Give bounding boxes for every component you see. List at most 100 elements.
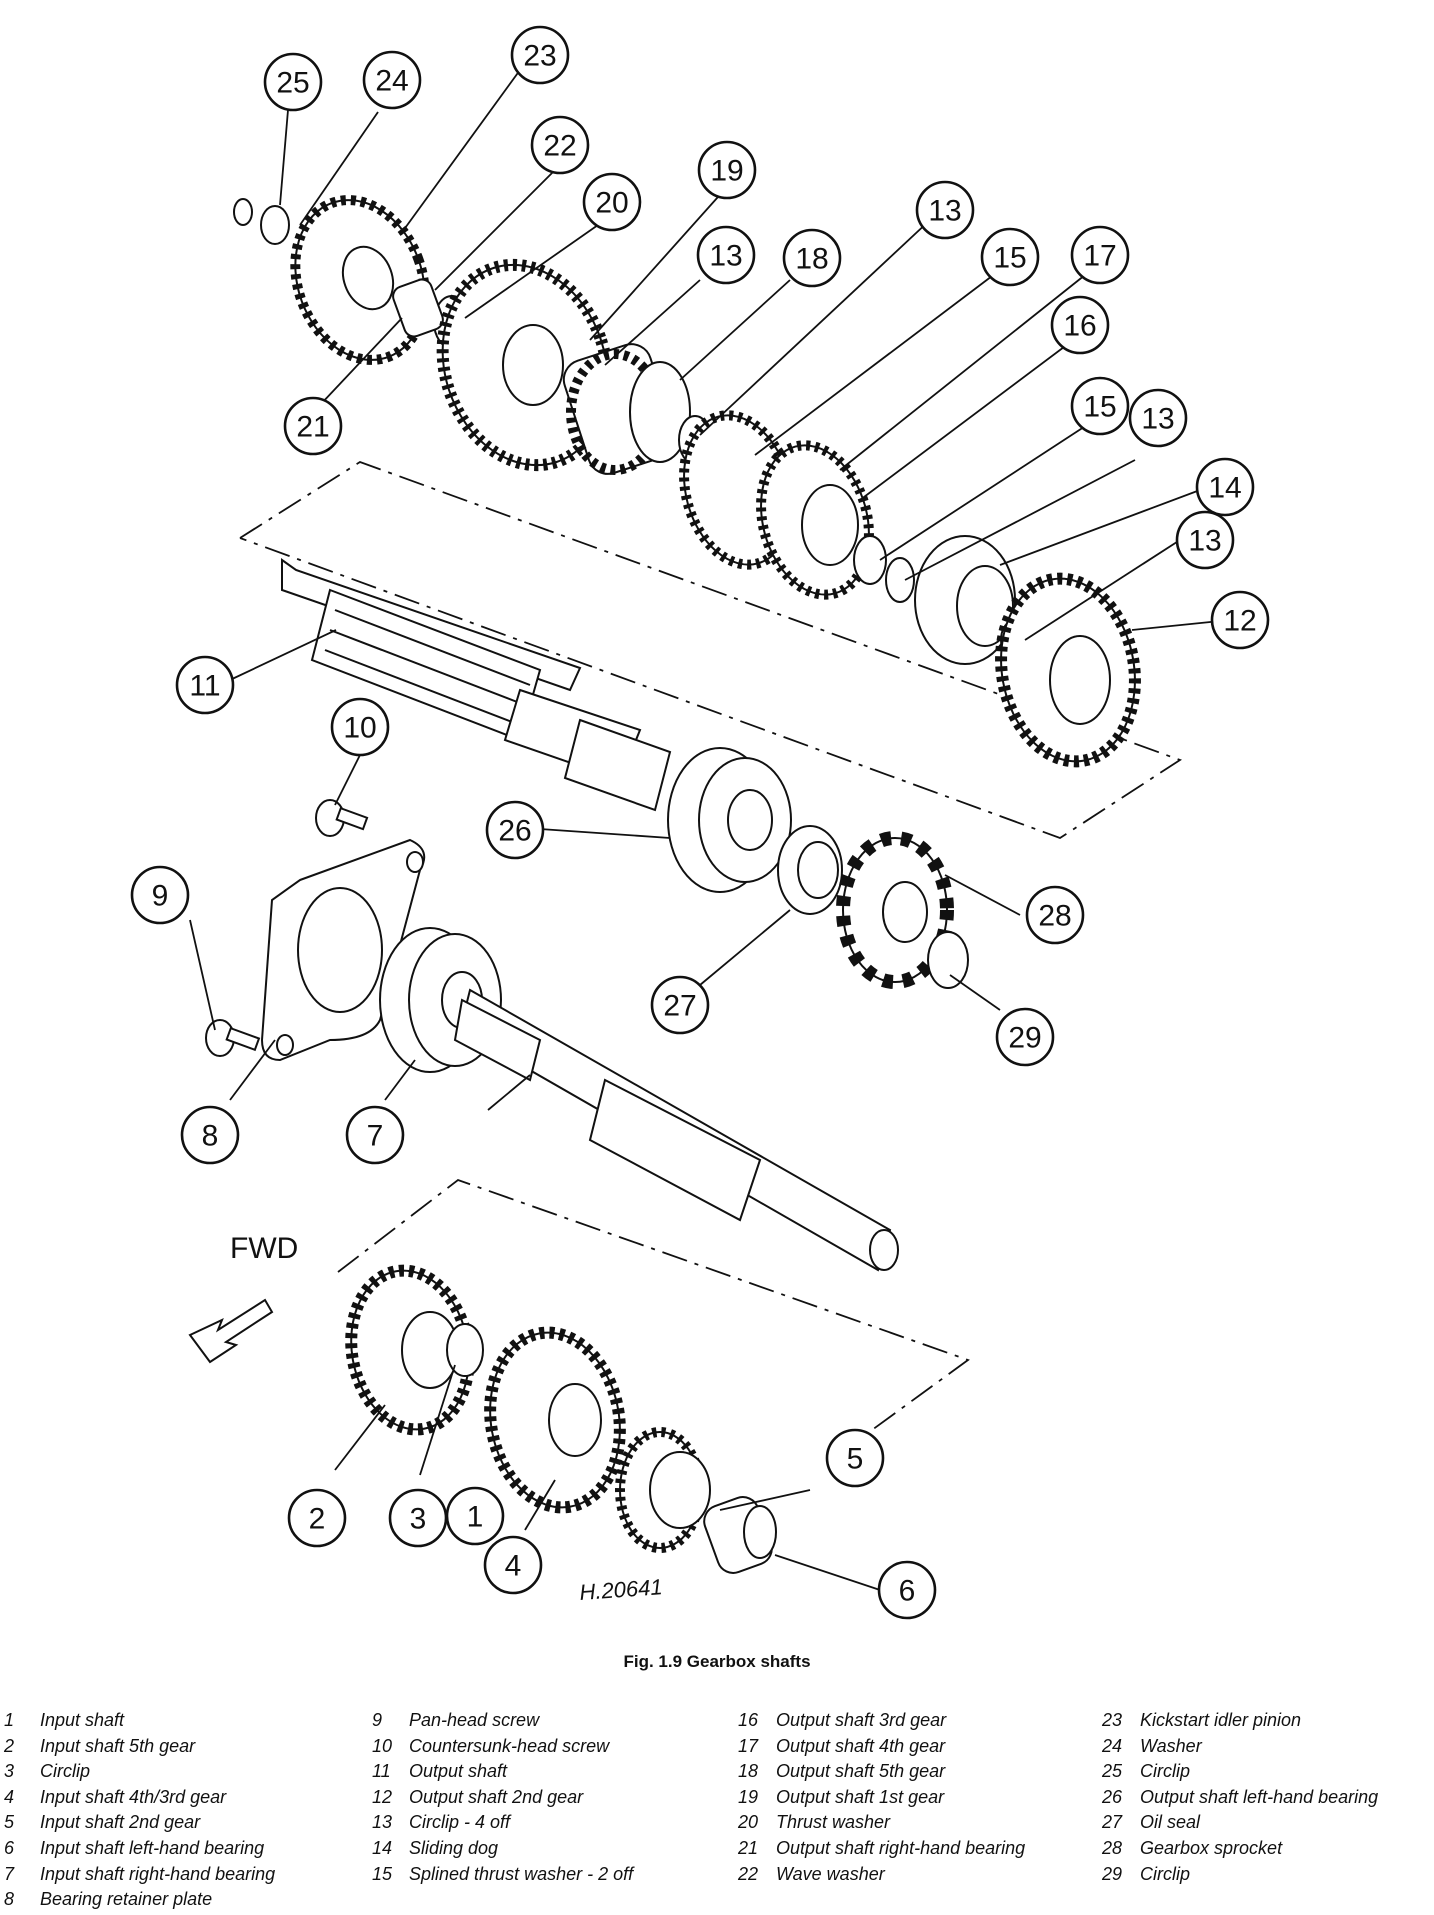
svg-text:9: 9: [152, 880, 169, 913]
legend-item: 25 Circlip: [1102, 1759, 1378, 1785]
legend-item-number: 10: [372, 1735, 393, 1756]
svg-text:5: 5: [847, 1443, 864, 1476]
input-shaft-gear-cluster: [345, 1264, 777, 1574]
svg-text:25: 25: [276, 67, 309, 100]
legend-item-number: 5: [4, 1812, 15, 1833]
svg-text:1: 1: [467, 1501, 484, 1534]
legend-item-number: 29: [1102, 1863, 1123, 1884]
fwd-direction-marker: FWD: [188, 1232, 298, 1364]
legend-item-text: Gearbox sprocket: [1140, 1837, 1283, 1858]
legend-item-number: 13: [372, 1812, 393, 1833]
legend-item-number: 16: [738, 1710, 759, 1730]
legend-item-number: 28: [1102, 1837, 1123, 1858]
output-shaft: [281, 558, 672, 812]
callout-5: 5: [825, 1428, 885, 1488]
legend-item-text: Sliding dog: [409, 1837, 499, 1858]
callout-12: 12: [1210, 590, 1270, 650]
callout-3: 3: [388, 1488, 448, 1548]
svg-text:20: 20: [595, 187, 628, 220]
svg-text:28: 28: [1038, 900, 1071, 933]
callout-17: 17: [1070, 225, 1130, 285]
callout-13: 13: [696, 225, 756, 285]
svg-text:24: 24: [375, 65, 408, 98]
legend-item-number: 23: [1102, 1710, 1123, 1730]
callout-13: 13: [1175, 510, 1235, 570]
svg-text:17: 17: [1083, 240, 1116, 273]
legend-item-number: 17: [738, 1735, 759, 1756]
svg-text:7: 7: [367, 1120, 384, 1153]
callout-7: 7: [345, 1105, 405, 1165]
leader-lines: [189, 69, 1231, 1591]
legend-item: 22 Wave washer: [738, 1862, 1025, 1888]
legend-item-text: Bearing retainer plate: [40, 1889, 213, 1910]
input-shaft-axis-outline: [337, 1178, 970, 1447]
legend-item-text: Oil seal: [1140, 1812, 1201, 1833]
legend-item-number: 8: [4, 1889, 15, 1910]
legend-item-text: Output shaft: [409, 1761, 508, 1782]
legend-item-text: Output shaft right-hand bearing: [776, 1837, 1026, 1858]
input-shaft: [453, 988, 899, 1272]
callout-19: 19: [697, 140, 757, 200]
legend-item-number: 19: [738, 1786, 759, 1807]
legend-item: 28 Gearbox sprocket: [1102, 1836, 1378, 1862]
legend-item-text: Output shaft 2nd gear: [409, 1786, 584, 1807]
callout-28: 28: [1025, 885, 1085, 945]
exploded-diagram: FWD H.20641: [130, 25, 1270, 1620]
legend-item-text: Input shaft: [40, 1710, 125, 1730]
legend-item-number: 7: [4, 1863, 15, 1884]
legend-item-text: Kickstart idler pinion: [1140, 1710, 1302, 1730]
drawing-reference: H.20641: [579, 1574, 664, 1605]
legend-item-number: 6: [4, 1837, 15, 1858]
legend-item-text: Pan-head screw: [409, 1710, 540, 1730]
svg-text:3: 3: [410, 1503, 427, 1536]
svg-text:15: 15: [993, 242, 1026, 275]
svg-text:16: 16: [1063, 310, 1096, 343]
svg-text:2: 2: [309, 1503, 326, 1536]
legend-item-text: Input shaft right-hand bearing: [40, 1863, 276, 1884]
callout-1: 1: [445, 1486, 505, 1546]
callout-15: 15: [980, 227, 1040, 287]
legend-item-text: Circlip: [1140, 1761, 1191, 1782]
legend-item-text: Input shaft 4th/3rd gear: [40, 1786, 227, 1807]
legend-item-text: Input shaft left-hand bearing: [40, 1837, 265, 1858]
callout-21: 21: [283, 396, 343, 456]
svg-text:13: 13: [1141, 403, 1174, 436]
callout-14: 14: [1195, 457, 1255, 517]
legend-item-number: 22: [738, 1863, 759, 1884]
legend-item-number: 25: [1102, 1761, 1123, 1782]
pan-head-screw: [205, 1019, 261, 1057]
legend-item-text: Output shaft left-hand bearing: [1140, 1786, 1379, 1807]
legend-item-number: 11: [372, 1761, 391, 1782]
legend-item-number: 18: [738, 1761, 759, 1782]
legend-item-number: 24: [1102, 1735, 1123, 1756]
svg-text:13: 13: [1188, 525, 1221, 558]
legend-item: 7 Input shaft right-hand bearing: [4, 1862, 275, 1888]
svg-text:26: 26: [498, 815, 531, 848]
svg-text:14: 14: [1208, 472, 1241, 505]
svg-text:6: 6: [899, 1575, 916, 1608]
legend-item: 10 Countersunk-head screw: [372, 1734, 633, 1760]
legend-item: 8 Bearing retainer plate: [4, 1887, 275, 1913]
legend-item-text: Countersunk-head screw: [409, 1735, 610, 1756]
callout-10: 10: [330, 697, 390, 757]
output-shaft-axis-outline: [239, 461, 1183, 839]
svg-text:13: 13: [928, 195, 961, 228]
legend-item-text: Circlip: [40, 1761, 91, 1782]
legend-item-text: Output shaft 3rd gear: [776, 1710, 947, 1730]
callout-15: 15: [1070, 376, 1130, 436]
legend-item-text: Wave washer: [776, 1863, 885, 1884]
